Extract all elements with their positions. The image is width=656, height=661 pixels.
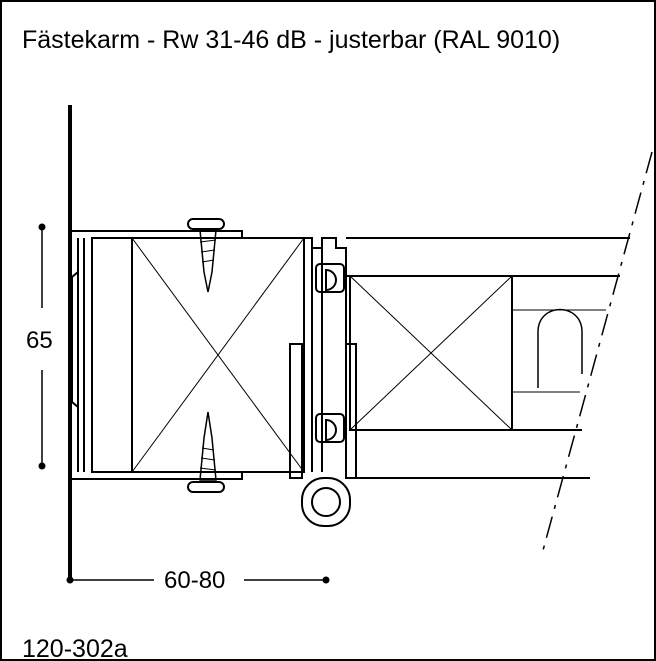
seal-top bbox=[315, 263, 345, 293]
drawing-title: Fästekarm - Rw 31-46 dB - justerbar (RAL… bbox=[22, 26, 561, 54]
depth-dimension bbox=[66, 576, 330, 584]
door-leaf bbox=[346, 237, 630, 479]
handle-profile bbox=[537, 308, 583, 388]
break-line bbox=[541, 151, 653, 555]
frame-profile bbox=[70, 230, 243, 480]
height-dimension-label: 65 bbox=[26, 327, 53, 354]
insulation-block-right bbox=[349, 275, 513, 431]
seal-bottom bbox=[315, 413, 345, 443]
insulation-block-left bbox=[131, 237, 305, 473]
drawing-code: 120-302a bbox=[22, 635, 128, 661]
screw-bottom bbox=[187, 411, 225, 493]
depth-dimension-label: 60-80 bbox=[164, 567, 225, 594]
hinge bbox=[301, 477, 351, 527]
screw-top bbox=[187, 218, 225, 293]
height-dimension bbox=[38, 223, 46, 470]
